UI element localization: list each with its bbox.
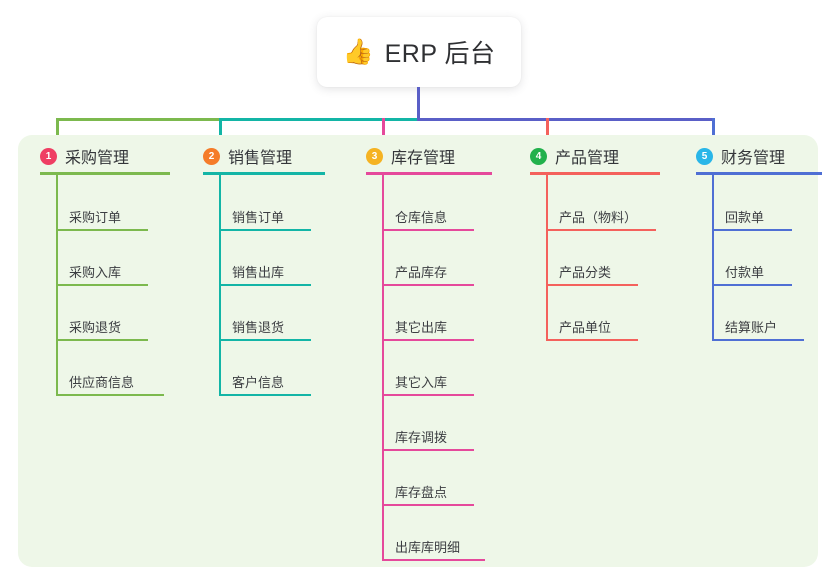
list-item-underline (712, 339, 804, 341)
list-item-label: 出库库明细 (395, 540, 461, 555)
list-item-label: 付款单 (725, 265, 765, 280)
list-item-underline (712, 284, 792, 286)
list-item-underline (56, 339, 148, 341)
list-item-label: 客户信息 (232, 375, 285, 390)
column-badge-5: 5 (696, 147, 713, 165)
root-node-title: ERP 后台 (384, 40, 496, 68)
list-item-underline (219, 339, 311, 341)
column-underline-2 (203, 172, 325, 175)
column-underline-3 (366, 172, 492, 175)
column-header-1[interactable]: 1 采购管理 (40, 144, 129, 168)
list-item[interactable]: 回款单 (712, 205, 792, 231)
list-item[interactable]: 产品单位 (546, 315, 638, 341)
column-title-1: 采购管理 (65, 150, 130, 167)
column-spine-3 (382, 175, 384, 561)
list-item-underline (382, 284, 474, 286)
list-item-underline (382, 394, 474, 396)
list-item-label: 库存盘点 (395, 485, 448, 500)
column-title-5: 财务管理 (721, 150, 786, 167)
list-item-underline (546, 229, 656, 231)
column-badge-2: 2 (203, 147, 220, 165)
list-item-underline (56, 284, 148, 286)
column-title-4: 产品管理 (555, 150, 620, 167)
list-item[interactable]: 产品库存 (382, 260, 474, 286)
column-5: 5 财务管理回款单付款单结算账户 (696, 135, 822, 567)
column-badge-3: 3 (366, 147, 383, 165)
list-item[interactable]: 库存盘点 (382, 480, 474, 506)
list-item-label: 结算账户 (725, 320, 778, 335)
list-item[interactable]: 仓库信息 (382, 205, 474, 231)
column-header-4[interactable]: 4 产品管理 (530, 144, 619, 168)
column-underline-4 (530, 172, 660, 175)
connector-bus-teal (219, 118, 417, 121)
list-item-underline (382, 449, 474, 451)
list-item-underline (546, 284, 638, 286)
list-item-label: 采购入库 (69, 265, 122, 280)
list-item-label: 产品单位 (559, 320, 612, 335)
column-title-2: 销售管理 (228, 150, 293, 167)
list-item-underline (219, 284, 311, 286)
connector-trunk (417, 87, 420, 121)
list-item[interactable]: 付款单 (712, 260, 792, 286)
list-item[interactable]: 销售订单 (219, 205, 311, 231)
list-item-underline (219, 394, 311, 396)
column-spine-4 (546, 175, 548, 341)
list-item-label: 销售退货 (232, 320, 285, 335)
diagram-panel: 1 采购管理采购订单采购入库采购退货供应商信息 2 销售管理销售订单销售出库销售退货客… (18, 135, 822, 567)
list-item[interactable]: 采购入库 (56, 260, 148, 286)
column-underline-5 (696, 172, 822, 175)
list-item[interactable]: 客户信息 (219, 370, 311, 396)
list-item[interactable]: 采购退货 (56, 315, 148, 341)
list-item-label: 其它入库 (395, 375, 448, 390)
list-item-label: 产品库存 (395, 265, 448, 280)
column-badge-4: 4 (530, 147, 547, 165)
column-badge-1: 1 (40, 147, 57, 165)
list-item-label: 采购退货 (69, 320, 122, 335)
column-1: 1 采购管理采购订单采购入库采购退货供应商信息 (40, 135, 170, 567)
list-item-label: 采购订单 (69, 210, 122, 225)
connector-bus-indigo (417, 118, 715, 121)
column-title-3: 库存管理 (391, 150, 456, 167)
column-3: 3 库存管理仓库信息产品库存其它出库其它入库库存调拨库存盘点出库库明细 (366, 135, 492, 567)
column-underline-1 (40, 172, 170, 175)
list-item[interactable]: 销售出库 (219, 260, 311, 286)
column-spine-5 (712, 175, 714, 341)
list-item[interactable]: 销售退货 (219, 315, 311, 341)
list-item[interactable]: 产品（物料） (546, 205, 656, 231)
connector-bus-green (56, 118, 219, 121)
thumbs-up-icon: 👍 (342, 37, 374, 66)
column-2: 2 销售管理销售订单销售出库销售退货客户信息 (203, 135, 325, 567)
root-node-card[interactable]: 👍 ERP 后台 (317, 17, 521, 87)
list-item[interactable]: 库存调拨 (382, 425, 474, 451)
list-item-label: 产品（物料） (559, 210, 638, 225)
list-item-underline (382, 339, 474, 341)
list-item-underline (219, 229, 311, 231)
list-item[interactable]: 其它入库 (382, 370, 474, 396)
column-header-3[interactable]: 3 库存管理 (366, 144, 455, 168)
list-item-underline (712, 229, 792, 231)
column-header-5[interactable]: 5 财务管理 (696, 144, 785, 168)
list-item-underline (382, 559, 485, 561)
list-item-label: 回款单 (725, 210, 765, 225)
list-item[interactable]: 结算账户 (712, 315, 804, 341)
list-item[interactable]: 出库库明细 (382, 535, 485, 561)
list-item-label: 仓库信息 (395, 210, 448, 225)
list-item[interactable]: 供应商信息 (56, 370, 164, 396)
list-item[interactable]: 其它出库 (382, 315, 474, 341)
column-4: 4 产品管理产品（物料） 产品分类产品单位 (530, 135, 660, 567)
list-item-underline (382, 504, 474, 506)
list-item-underline (546, 339, 638, 341)
list-item-underline (56, 394, 164, 396)
list-item-underline (382, 229, 474, 231)
list-item[interactable]: 产品分类 (546, 260, 638, 286)
column-header-2[interactable]: 2 销售管理 (203, 144, 292, 168)
list-item-label: 产品分类 (559, 265, 612, 280)
list-item-label: 库存调拨 (395, 430, 448, 445)
list-item-label: 供应商信息 (69, 375, 135, 390)
list-item-label: 销售订单 (232, 210, 285, 225)
list-item-label: 其它出库 (395, 320, 448, 335)
list-item[interactable]: 采购订单 (56, 205, 148, 231)
list-item-label: 销售出库 (232, 265, 285, 280)
list-item-underline (56, 229, 148, 231)
